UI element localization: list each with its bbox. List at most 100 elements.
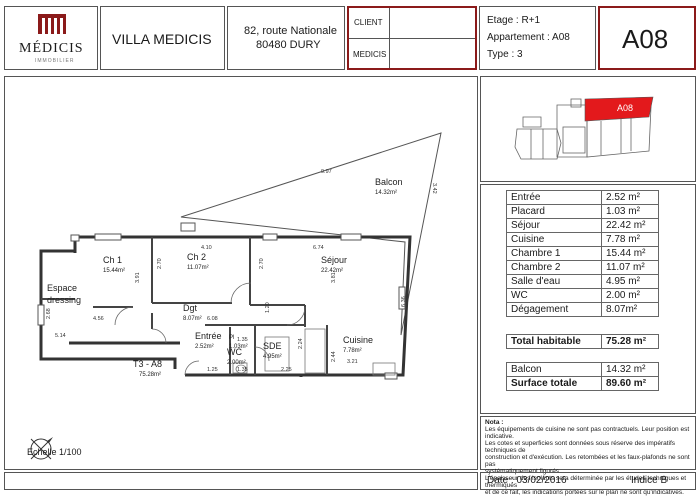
note-line: Les cotes et superficies sont données so…: [485, 440, 676, 454]
room-area: 8.07m²: [183, 316, 202, 322]
dimension-label: 6.08: [207, 316, 218, 322]
room-name: Entrée: [195, 331, 222, 341]
total-habitable-label: Total habitable: [506, 334, 602, 349]
surface-label: Entrée: [506, 190, 602, 205]
room-area: 2.00m²: [227, 360, 246, 366]
dimension-label: 3.42: [431, 183, 437, 194]
address-line1: 82, route Nationale: [244, 25, 337, 37]
total-habitable-row: Total habitable 75.28 m²: [506, 334, 659, 349]
notes-title: Nota :: [485, 419, 504, 426]
surface-label: Salle d'eau: [506, 274, 602, 289]
surface-label: Cuisine: [506, 232, 602, 247]
address-box: 82, route Nationale 80480 DURY: [227, 6, 345, 70]
locator-box: A08: [480, 76, 696, 182]
room-name: WC: [227, 347, 242, 357]
room-area: 4.95m²: [263, 354, 282, 360]
dimension-label: 1.25: [207, 367, 218, 373]
dimension-label: 2.68: [46, 308, 52, 319]
room-name: Espace: [47, 283, 77, 293]
client-box: CLIENT MEDICIS: [347, 6, 477, 70]
address-line2: 80480 DURY: [256, 39, 321, 51]
room-name: dressing: [47, 295, 81, 305]
dimension-label: 4.56: [93, 316, 104, 322]
note-line: construction et d'exécution. Les retombé…: [485, 454, 690, 468]
room-area: 2.52m²: [195, 344, 214, 350]
surface-value: 15.44 m²: [601, 246, 659, 261]
medicis-label-cell: MEDICIS: [349, 38, 390, 68]
project-name-box: VILLA MEDICIS: [100, 6, 225, 70]
dimension-label: 3.81: [331, 272, 337, 283]
balcon-value: 14.32 m²: [601, 362, 659, 377]
dimension-label: 2.25: [281, 367, 292, 373]
dimension-label: 2.70: [157, 258, 163, 269]
lot-code: A08: [622, 24, 669, 54]
surface-value: 1.03 m²: [601, 204, 659, 219]
logo-box: MÉDICIS IMMOBILIER: [4, 6, 98, 70]
balcon-label: Balcon: [506, 362, 602, 377]
unit-label: T3 - A8: [133, 359, 162, 369]
surface-value: 8.07m²: [601, 302, 659, 317]
room-name: SDE: [263, 341, 282, 351]
room-name: Cuisine: [343, 335, 373, 345]
room-area: 22.42m²: [321, 268, 343, 274]
lot-info-box: Etage : R+1 Appartement : A08 Type : 3: [479, 6, 596, 70]
date-text: Date : 03/02/2016: [487, 475, 567, 486]
footer-left: [4, 472, 478, 490]
surface-value: 22.42 m²: [601, 218, 659, 233]
note-line: et de ce fait, les indications portées s…: [485, 489, 684, 496]
room-area: 1.03m²: [229, 344, 248, 350]
surface-value: 2.00 m²: [601, 288, 659, 303]
surface-value: 4.95 m²: [601, 274, 659, 289]
floor-text: Etage : R+1: [487, 15, 541, 26]
room-name: Séjour: [321, 255, 347, 265]
dimension-label: 3.21: [347, 359, 358, 365]
dimension-label: 5.14: [55, 333, 66, 339]
dimension-label: 2.24: [298, 338, 304, 349]
notes-lines: Les équipements de cuisine ne sont pas c…: [485, 426, 691, 496]
logo-subtext: IMMOBILIER: [35, 58, 75, 64]
total-habitable-table: Total habitable 75.28 m²: [506, 334, 659, 349]
dimension-label: 1.20: [265, 302, 271, 313]
surface-label: Placard: [506, 204, 602, 219]
client-value-cell: [389, 8, 475, 39]
unit-area: 75.28m²: [139, 372, 161, 378]
lot-highlight: [584, 96, 654, 122]
index-text: Indice B: [631, 475, 668, 486]
type-text: Type : 3: [487, 49, 523, 60]
room-area: 7.78m²: [343, 348, 362, 354]
room-name: Dgt: [183, 303, 198, 313]
balcon-row: Balcon 14.32 m²: [506, 362, 659, 377]
room-name: Pl: [229, 335, 234, 341]
surface-label: Chambre 2: [506, 260, 602, 275]
surface-totale-value: 89.60 m²: [601, 376, 659, 391]
project-name: VILLA MEDICIS: [112, 31, 212, 47]
medicis-label: MEDICIS: [353, 50, 387, 59]
building-locator-map: A08: [514, 96, 654, 160]
dimension-label: 2.70: [259, 258, 265, 269]
surface-label: Séjour: [506, 218, 602, 233]
apartment-text: Appartement : A08: [487, 32, 570, 43]
surface-label: Chambre 1: [506, 246, 602, 261]
room-name: Balcon: [375, 177, 403, 187]
note-line: L'épaisseur des isolants sera déterminée…: [485, 475, 687, 489]
client-label-cell: CLIENT: [349, 8, 390, 39]
note-line: Les équipements de cuisine ne sont pas c…: [485, 426, 690, 440]
client-label: CLIENT: [354, 18, 383, 27]
balcon-table: Balcon 14.32 m² Surface totale 89.60 m²: [506, 362, 659, 391]
dimension-label: 1.35: [237, 367, 248, 373]
room-area: 15.44m²: [103, 268, 125, 274]
room-name: Ch 2: [187, 252, 206, 262]
logo-text: MÉDICIS: [19, 41, 84, 56]
